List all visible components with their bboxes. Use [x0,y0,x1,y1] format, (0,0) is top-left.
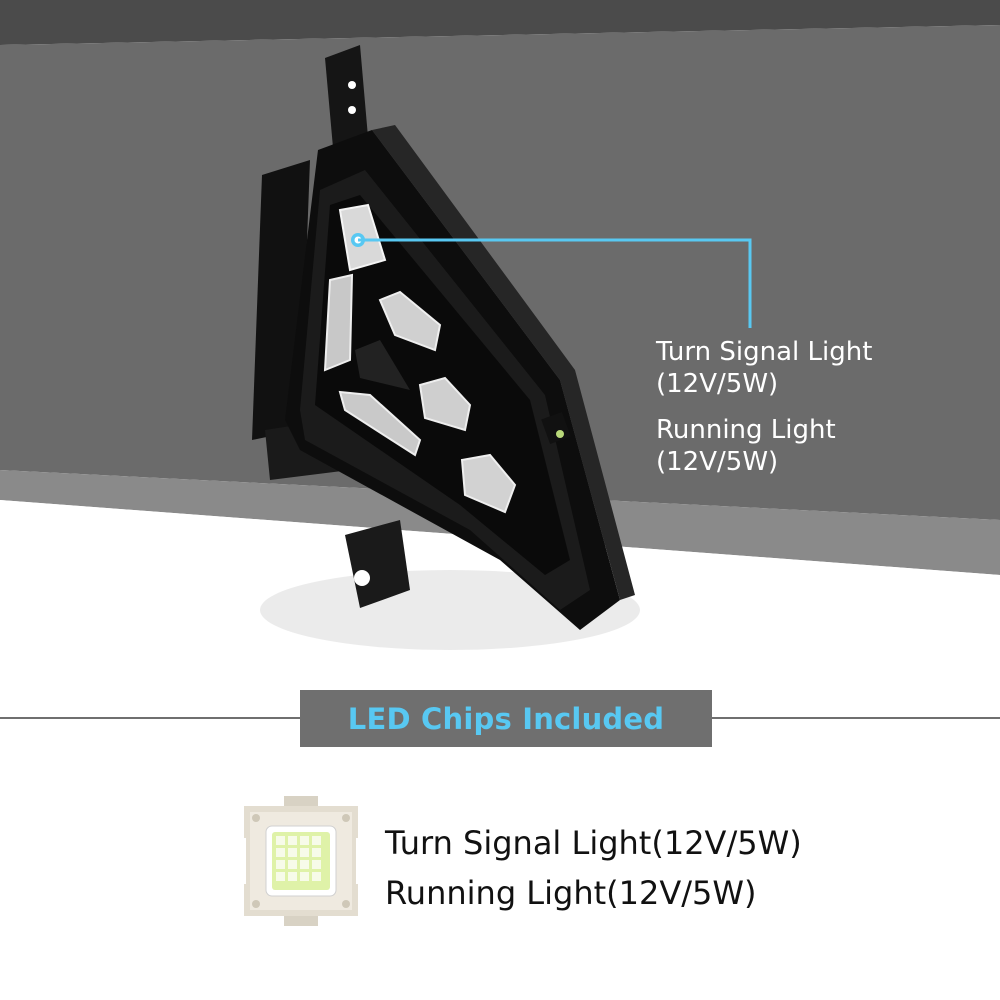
banner-title: LED Chips Included [347,701,665,736]
callout-turn-signal-spec: (12V/5W) [656,369,779,399]
divider-left [0,717,300,719]
callout-connector-line [358,238,752,328]
callout-running-spec: (12V/5W) [656,447,779,477]
chip-turn-signal-spec: Turn Signal Light(12V/5W) [385,824,802,862]
chip-spec-text: Turn Signal Light(12V/5W) Running Light(… [385,818,802,918]
callout-running-label: Running Light [656,415,836,445]
led-chips-banner: LED Chips Included [300,690,712,747]
callout-label: Turn Signal Light (12V/5W) Running Light… [656,336,872,478]
led-chip-icon [236,796,366,926]
divider-right [712,717,1000,719]
chip-running-light-spec: Running Light(12V/5W) [385,874,757,912]
callout-gap [656,400,872,414]
drl-light-assembly [252,45,640,650]
callout-turn-signal-label: Turn Signal Light [656,337,873,367]
